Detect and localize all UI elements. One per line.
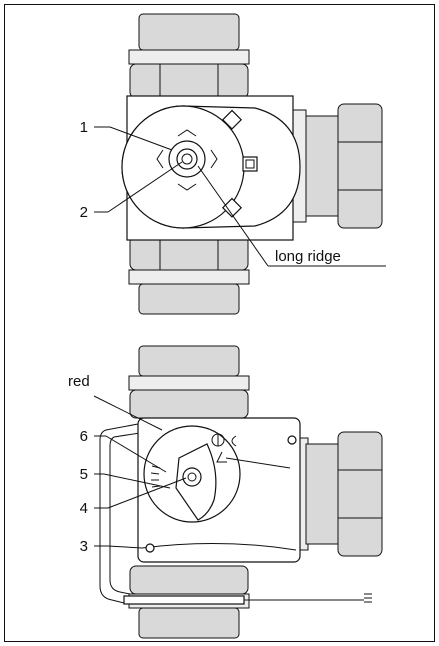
callout-2: 2 bbox=[80, 204, 88, 221]
callout-long-ridge: long ridge bbox=[275, 248, 341, 265]
figure-frame bbox=[4, 4, 435, 642]
bottom-view-valve bbox=[99, 345, 383, 639]
callout-4: 4 bbox=[80, 500, 88, 517]
bottom-view-callouts bbox=[93, 395, 372, 605]
callout-6: 6 bbox=[80, 428, 88, 445]
callout-1: 1 bbox=[80, 119, 88, 136]
callout-5: 5 bbox=[80, 466, 88, 483]
callout-red: red bbox=[68, 373, 90, 390]
top-view-valve bbox=[121, 13, 383, 315]
top-view-callouts bbox=[94, 126, 386, 267]
callout-3: 3 bbox=[80, 538, 88, 555]
